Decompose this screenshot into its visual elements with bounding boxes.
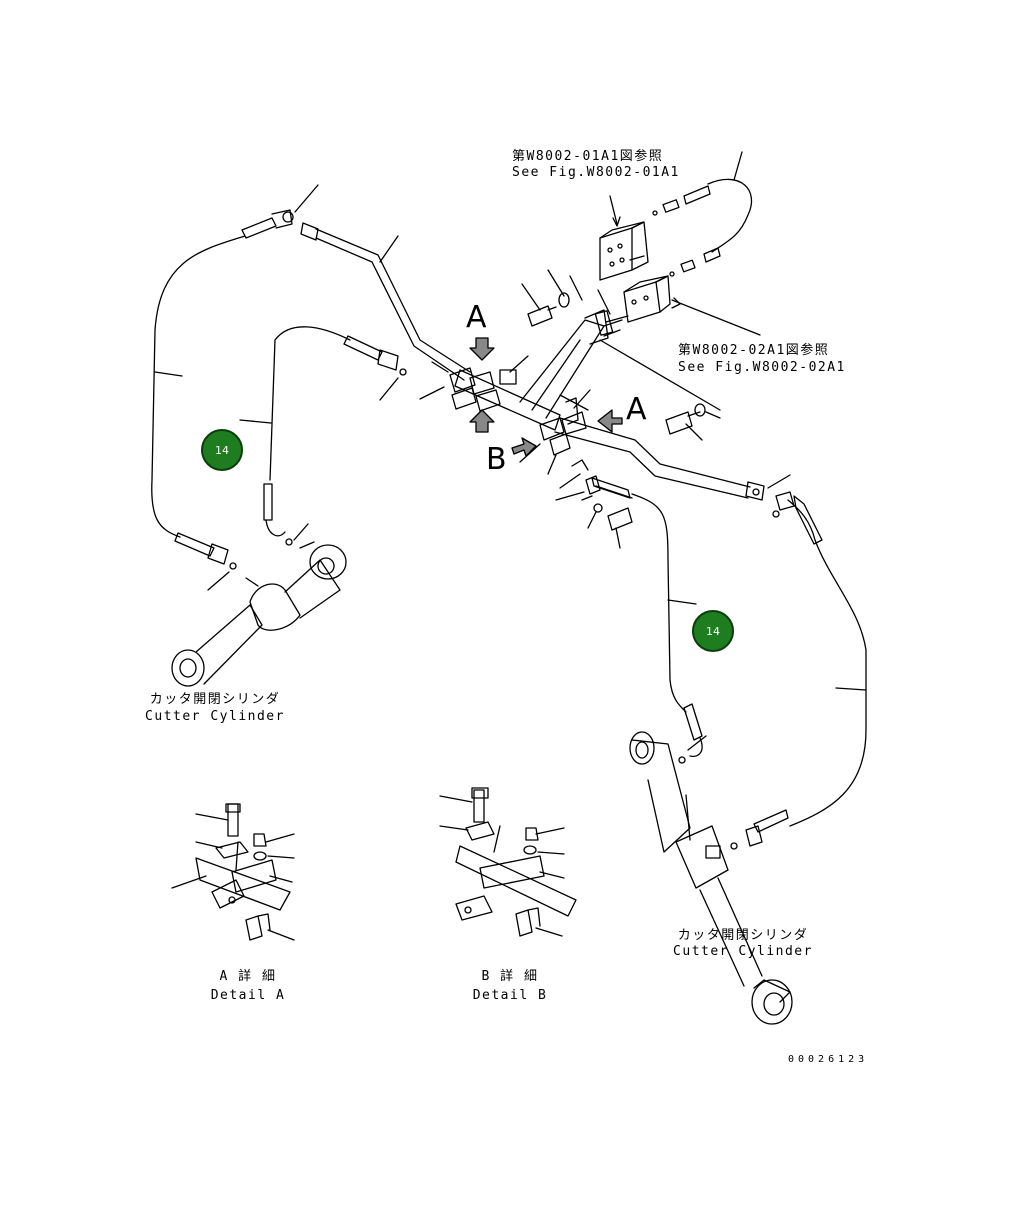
view-marker-a-top: A — [466, 300, 487, 335]
cylinder-right-jp: カッタ開閉シリンダ — [677, 928, 809, 943]
detail-b-en: Detail B — [472, 988, 548, 1003]
detail-b-jp: B 詳 細 — [481, 969, 539, 984]
view-arrow-b — [511, 437, 537, 457]
hose-left-inner — [239, 326, 407, 549]
detail-b-drawing — [439, 787, 577, 937]
detail-a-drawing — [171, 803, 295, 941]
cylinder-left-en: Cutter Cylinder — [145, 709, 285, 724]
view-arrow-a-lower — [469, 409, 495, 433]
part-callout-badge[interactable]: 14 — [201, 429, 243, 471]
reference-mid-jp: 第W8002-02A1図参照 — [678, 343, 830, 358]
view-arrow-a-right — [597, 409, 623, 433]
detail-a-en: Detail A — [210, 988, 286, 1003]
hose-right-outer — [730, 491, 867, 850]
valve-block-lower — [623, 275, 761, 336]
hose-valve-loop — [629, 151, 753, 277]
hose-right-inner — [591, 477, 707, 764]
reference-top-jp: 第W8002-01A1図参照 — [512, 149, 664, 164]
view-arrow-a-top — [469, 337, 495, 361]
pipe-lower-right — [554, 417, 791, 501]
bolt-group-right — [665, 403, 721, 441]
cutter-cylinder-right — [629, 731, 793, 1025]
valve-block-upper — [599, 195, 649, 281]
view-marker-a-right: A — [626, 392, 647, 427]
cylinder-right-en: Cutter Cylinder — [673, 944, 813, 959]
junction-block — [419, 309, 614, 475]
hose-left-outer — [151, 184, 319, 591]
cylinder-left-jp: カッタ開閉シリンダ — [149, 692, 281, 707]
drawing-number: 00026123 — [788, 1054, 869, 1065]
pipe-upper — [300, 222, 471, 381]
pipe-to-valve — [599, 315, 721, 411]
part-callout-badge[interactable]: 14 — [692, 610, 734, 652]
detail-a-jp: A 詳 細 — [219, 969, 277, 984]
bolt-group-lower — [555, 459, 633, 549]
reference-mid-en: See Fig.W8002-02A1 — [678, 360, 846, 375]
cutter-cylinder-left — [171, 544, 347, 687]
bolt-group-upper — [521, 269, 611, 327]
reference-top-en: See Fig.W8002-01A1 — [512, 165, 680, 180]
view-marker-b: B — [486, 442, 507, 477]
